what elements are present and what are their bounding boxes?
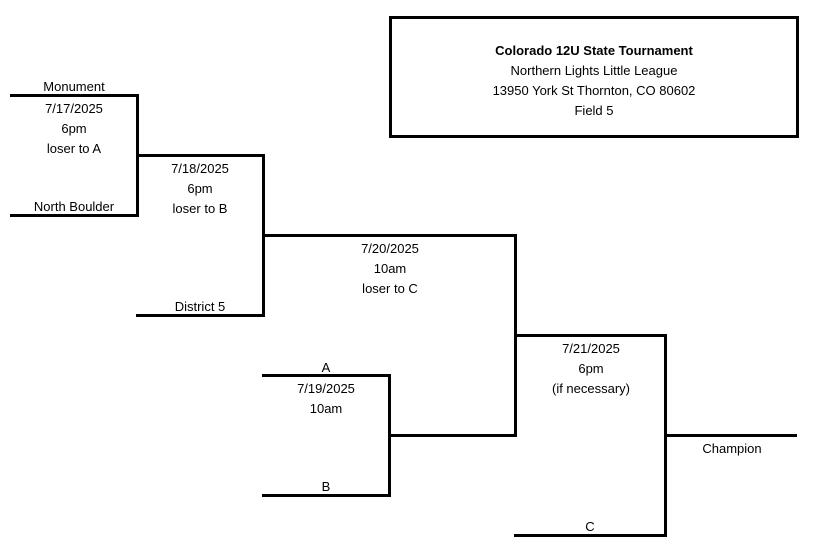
line-monument bbox=[10, 94, 139, 97]
line-slot-b bbox=[262, 494, 391, 497]
line-district5 bbox=[136, 314, 265, 317]
tournament-title: Colorado 12U State Tournament bbox=[495, 43, 693, 58]
tournament-info-box: Colorado 12U State Tournament Northern L… bbox=[389, 16, 799, 138]
game3-time: 10am bbox=[373, 261, 407, 276]
venue-address: 13950 York St Thornton, CO 80602 bbox=[492, 83, 696, 98]
game3-date: 7/20/2025 bbox=[361, 241, 419, 256]
champion-label: Champion bbox=[702, 441, 762, 456]
line-game2-winner bbox=[262, 234, 517, 237]
game5-time: 6pm bbox=[578, 361, 604, 376]
game3-note: loser to C bbox=[362, 281, 418, 296]
game2-note: loser to B bbox=[172, 201, 228, 216]
game4-date: 7/19/2025 bbox=[297, 381, 355, 396]
line-slot-c bbox=[514, 534, 667, 537]
game1-date: 7/17/2025 bbox=[45, 101, 103, 116]
game5-date: 7/21/2025 bbox=[562, 341, 620, 356]
field-name: Field 5 bbox=[574, 103, 614, 118]
line-north-boulder bbox=[10, 214, 139, 217]
game1-note: loser to A bbox=[46, 141, 102, 156]
team-monument: Monument bbox=[43, 79, 105, 94]
slot-c: C bbox=[585, 519, 595, 534]
line-game1-winner bbox=[136, 154, 265, 157]
line-game4-winner bbox=[388, 434, 517, 437]
game5-note: (if necessary) bbox=[551, 381, 631, 396]
line-game3-winner bbox=[514, 334, 667, 337]
team-north-boulder: North Boulder bbox=[33, 199, 115, 214]
game1-time: 6pm bbox=[61, 121, 87, 136]
host-league: Northern Lights Little League bbox=[510, 63, 678, 78]
team-district5: District 5 bbox=[174, 299, 226, 314]
line-slot-a bbox=[262, 374, 391, 377]
line-champion bbox=[664, 434, 797, 437]
slot-a: A bbox=[321, 360, 331, 375]
game2-time: 6pm bbox=[187, 181, 213, 196]
game2-date: 7/18/2025 bbox=[171, 161, 229, 176]
game4-time: 10am bbox=[309, 401, 343, 416]
slot-b: B bbox=[321, 479, 331, 494]
